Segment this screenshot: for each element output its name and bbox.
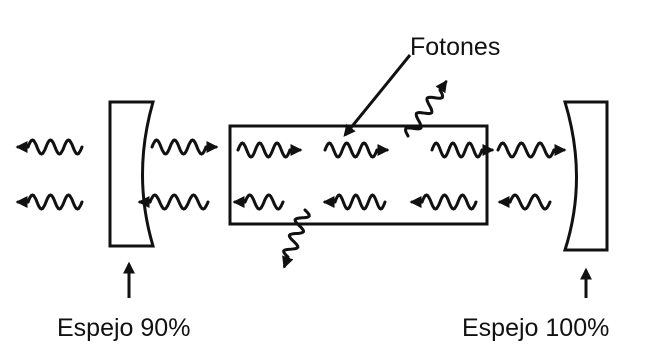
- photon-wave-line: [26, 193, 84, 211]
- gain-medium: [228, 124, 489, 226]
- photon-wave-11: [497, 193, 552, 211]
- right-mirror-label: Espejo 100%: [462, 314, 609, 342]
- photon-wave-8: [232, 193, 285, 211]
- photon-wave-2: [236, 141, 303, 159]
- photon-wave-line: [323, 141, 379, 159]
- photons-label: Fotones: [410, 33, 500, 61]
- photons-label-pointer: [343, 54, 412, 137]
- photon-arrowhead: [435, 79, 448, 94]
- photon-wave-line: [243, 193, 285, 211]
- photon-wave-line: [496, 141, 556, 159]
- left-mirror: [108, 100, 156, 248]
- right-mirror: [562, 100, 609, 252]
- photon-wave-4: [430, 141, 495, 159]
- photon-wave-line: [508, 193, 552, 211]
- photon-wave-12: [403, 79, 448, 138]
- photon-wave-line: [403, 88, 445, 138]
- photon-wave-9: [322, 193, 387, 211]
- photon-wave-13: [282, 208, 311, 269]
- photon-wave-1: [150, 138, 219, 156]
- photon-wave-line: [150, 138, 208, 156]
- photon-arrowhead: [282, 255, 294, 269]
- photon-wave-line: [333, 193, 387, 211]
- photon-wave-7: [137, 193, 210, 211]
- photon-wave-line: [26, 138, 84, 156]
- photon-wave-line: [430, 141, 484, 159]
- left-mirror-label: Espejo 90%: [57, 314, 190, 342]
- label-arrows: [123, 54, 592, 298]
- photon-wave-line: [420, 193, 478, 211]
- photon-wave-6: [15, 193, 84, 211]
- photon-wave-3: [323, 141, 390, 159]
- photon-group: [15, 79, 567, 269]
- photon-wave-line: [282, 208, 311, 259]
- photon-wave-0: [15, 138, 84, 156]
- photon-wave-line: [236, 141, 292, 159]
- photon-wave-10: [409, 193, 478, 211]
- photon-wave-5: [496, 141, 567, 159]
- photon-wave-line: [148, 193, 210, 211]
